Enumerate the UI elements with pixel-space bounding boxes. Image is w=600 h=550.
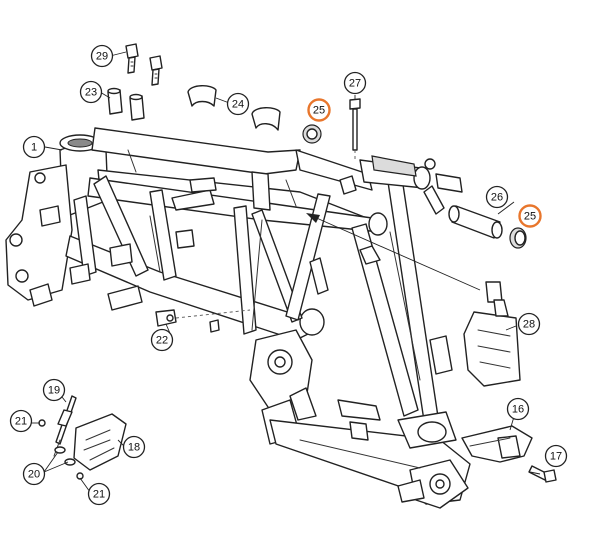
callout-label: 16 xyxy=(512,404,524,416)
callout-circle xyxy=(150,328,174,352)
cover-18 xyxy=(73,413,127,471)
bolt-17 xyxy=(528,465,557,483)
callout-1: 1 xyxy=(22,135,46,159)
callout-circle xyxy=(122,435,146,459)
callout-circle xyxy=(22,135,46,159)
callout-label: 22 xyxy=(156,335,168,347)
bolt-27 xyxy=(349,98,361,160)
cable-19 xyxy=(53,395,77,457)
callout-16: 16 xyxy=(506,397,530,421)
callout-circle xyxy=(517,312,541,336)
plug-25-upper xyxy=(302,124,322,144)
callout-27: 27 xyxy=(343,71,367,95)
callout-label: 25 xyxy=(524,211,536,223)
callout-label: 1 xyxy=(31,142,37,154)
callouts: 1 29 23 24 25 27 26 25 28 22 19 21 18 20 21 16 17 xyxy=(9,44,568,506)
bracket-28 xyxy=(463,281,521,387)
callout-24: 24 xyxy=(226,92,250,116)
callout-29: 29 xyxy=(90,44,114,68)
assembly-arrow xyxy=(306,213,481,291)
sleeve-23 xyxy=(107,87,145,121)
callout-20: 20 xyxy=(22,462,46,486)
callout-18: 18 xyxy=(122,435,146,459)
callout-circle xyxy=(42,378,66,402)
callout-label: 21 xyxy=(15,416,27,428)
callout-label: 24 xyxy=(232,99,244,111)
callout-label: 25 xyxy=(313,105,325,117)
callout-26: 26 xyxy=(485,185,509,209)
callout-label: 18 xyxy=(128,442,140,454)
callout-label: 26 xyxy=(491,192,503,204)
callout-circle xyxy=(343,71,367,95)
callout-17: 17 xyxy=(544,444,568,468)
callout-circle xyxy=(307,98,331,122)
callout-25: 25 xyxy=(518,204,542,228)
callout-circle xyxy=(485,185,509,209)
callout-circle xyxy=(544,444,568,468)
callout-19: 19 xyxy=(42,378,66,402)
callout-circle xyxy=(90,44,114,68)
plug-25-right xyxy=(509,227,527,249)
bolt-21-lower xyxy=(76,472,84,480)
callout-21: 21 xyxy=(87,482,111,506)
callout-label: 29 xyxy=(96,51,108,63)
callout-circle xyxy=(87,482,111,506)
main-frame xyxy=(5,127,471,509)
washer-20 xyxy=(54,446,76,466)
callout-circle xyxy=(518,204,542,228)
callout-label: 21 xyxy=(93,489,105,501)
callout-28: 28 xyxy=(517,312,541,336)
bushing-24 xyxy=(187,85,281,131)
callout-circle xyxy=(9,409,33,433)
callout-label: 28 xyxy=(523,319,535,331)
callout-circle xyxy=(226,92,250,116)
callout-22: 22 xyxy=(150,328,174,352)
callout-25: 25 xyxy=(307,98,331,122)
callout-label: 17 xyxy=(550,451,562,463)
callout-circle xyxy=(22,462,46,486)
callout-circle xyxy=(506,397,530,421)
callout-23: 23 xyxy=(79,80,103,104)
callout-label: 23 xyxy=(85,87,97,99)
callout-21: 21 xyxy=(9,409,33,433)
callout-circle xyxy=(79,80,103,104)
callout-label: 20 xyxy=(28,469,40,481)
clip-22 xyxy=(155,309,251,333)
bolt-29 xyxy=(125,43,163,86)
bracket-16 xyxy=(461,425,533,463)
callout-label: 19 xyxy=(48,385,60,397)
callout-label: 27 xyxy=(349,78,361,90)
tube-26 xyxy=(448,205,503,239)
